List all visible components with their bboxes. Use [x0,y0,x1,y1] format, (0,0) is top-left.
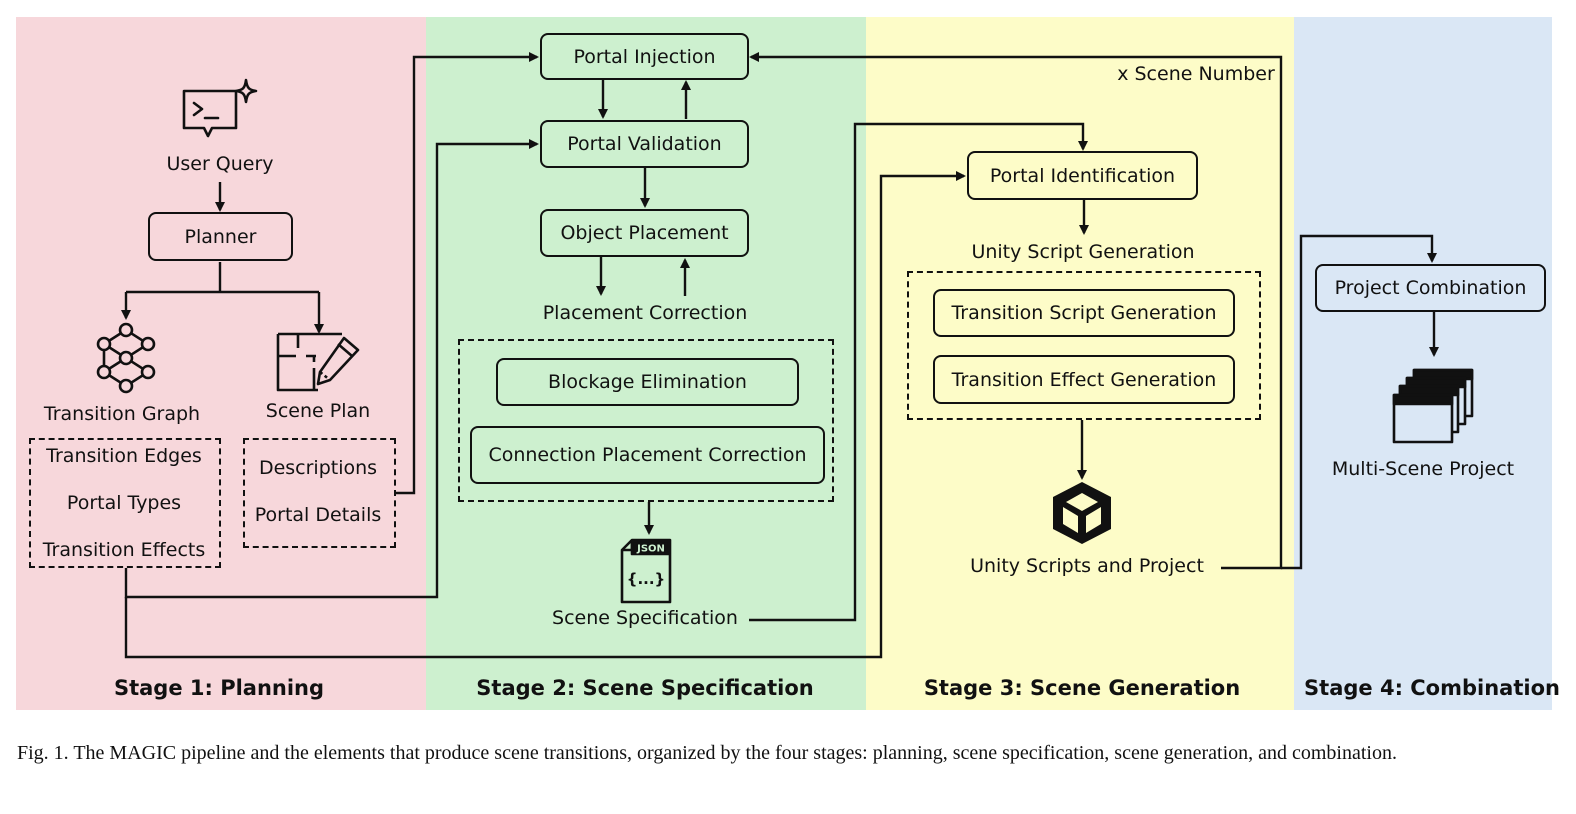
portal-injection-box: Portal Injection [540,33,749,80]
project-combination-box: Project Combination [1315,264,1546,312]
portal-types-label: Portal Types [66,492,182,514]
edge-graph-validation [124,139,539,599]
user-query-label: User Query [166,153,274,175]
chat-terminal-icon [182,78,258,138]
unity-script-generation-label: Unity Script Generation [971,241,1195,263]
connection-placement-correction-box: Connection Placement Correction [470,426,825,484]
placement-correction-group [458,339,834,502]
edge-plan-injection [396,52,539,495]
scene-number-label: x Scene Number [1117,63,1275,85]
transition-edges-label: Transition Edges [46,445,202,467]
edge-unity-combination [1281,234,1437,570]
json-file-icon: JSON {...} [620,538,672,604]
scene-plan-group [243,438,396,548]
stage3-background [866,17,1294,710]
transition-attributes-group [29,438,221,568]
descriptions-label: Descriptions [258,457,378,479]
unity-logo-icon [1053,482,1111,544]
scene-specification-label: Scene Specification [552,607,738,629]
stage1-title: Stage 1: Planning [113,676,325,700]
floorplan-pencil-icon [276,332,360,392]
stage4-background [1294,17,1552,710]
scene-plan-label: Scene Plan [265,400,371,422]
stage1-background [16,17,426,710]
edge-graph-identification [124,171,966,659]
portal-identification-box: Portal Identification [967,151,1198,200]
stage4-title: Stage 4: Combination [1304,676,1560,700]
json-braces-text: {...} [627,570,665,588]
placement-correction-label: Placement Correction [542,302,748,324]
transition-graph-label: Transition Graph [43,403,201,425]
stacked-windows-icon [1392,368,1474,444]
figure-caption: Fig. 1. The MAGIC pipeline and the eleme… [17,742,1397,764]
portal-validation-box: Portal Validation [540,120,749,168]
portal-details-label: Portal Details [254,504,382,526]
edge-spec-identification [749,122,1088,622]
edge-planner-split [126,262,319,294]
unity-scripts-project-label: Unity Scripts and Project [970,555,1204,577]
graph-network-icon [96,322,156,394]
transition-effect-generation-box: Transition Effect Generation [933,355,1235,404]
transition-script-generation-box: Transition Script Generation [933,289,1235,337]
stage2-title: Stage 2: Scene Specification [476,676,814,700]
json-tag-text: JSON [636,544,665,555]
edge-unity-loop-injection [749,52,1283,570]
planner-box: Planner [148,212,293,261]
object-placement-box: Object Placement [540,209,749,257]
unity-script-generation-group [907,271,1261,420]
multi-scene-project-label: Multi-Scene Project [1331,458,1515,480]
blockage-elimination-box: Blockage Elimination [496,358,799,406]
stage3-title: Stage 3: Scene Generation [923,676,1241,700]
transition-effects-label: Transition Effects [42,539,206,561]
